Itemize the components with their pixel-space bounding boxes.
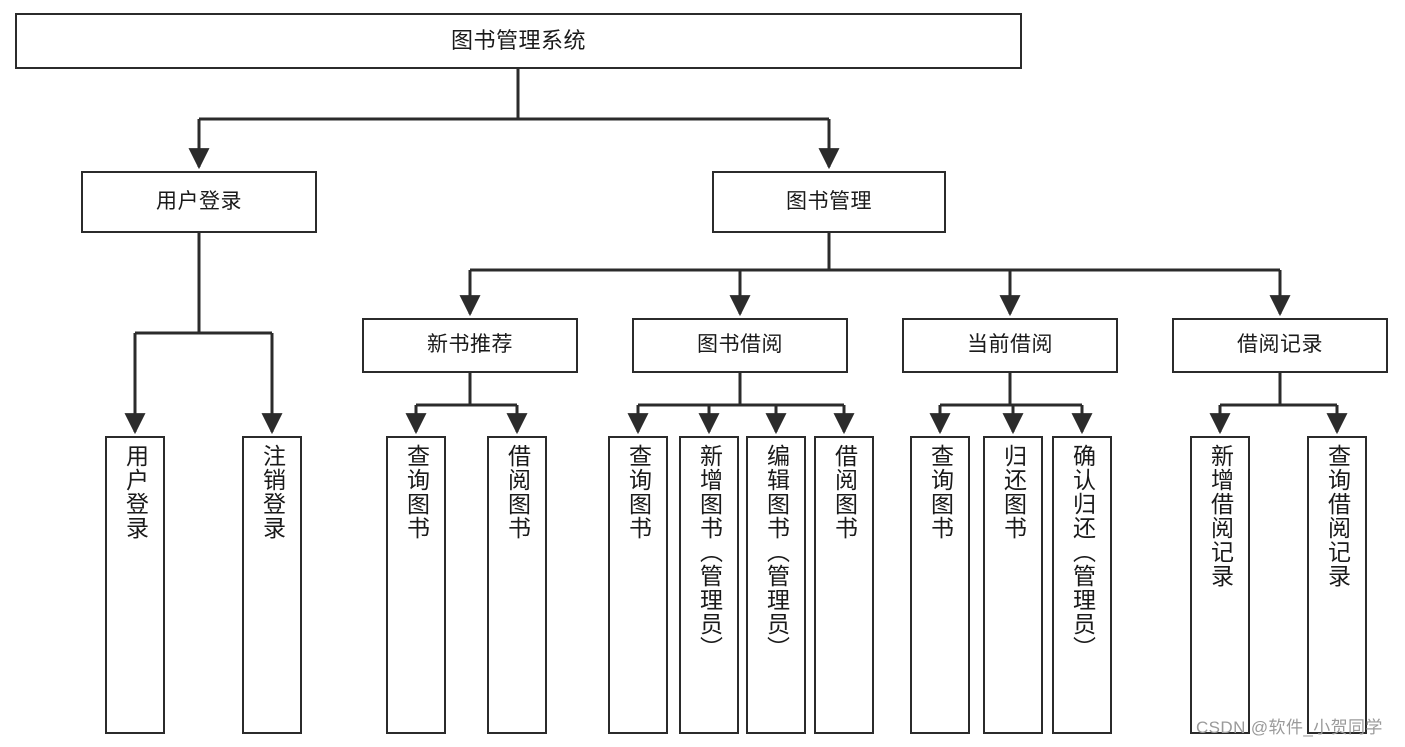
node-label: 图书管理系统 [450,28,586,54]
node-label: 查询图书 [625,444,652,540]
node-leaf-query-book-2[interactable]: 查询图书 [608,436,668,734]
node-book-manage[interactable]: 图书管理 [712,171,946,233]
node-label: 图书管理 [786,189,872,213]
node-leaf-confirm-return[interactable]: 确认归还（管理员） [1052,436,1112,734]
node-label: 用户登录 [122,444,149,540]
node-label: 新书推荐 [427,333,513,357]
node-leaf-query-record[interactable]: 查询借阅记录 [1307,436,1367,734]
node-leaf-edit-book[interactable]: 编辑图书（管理员） [746,436,806,734]
node-current-borrow[interactable]: 当前借阅 [902,318,1118,373]
node-leaf-user-login[interactable]: 用户登录 [105,436,165,734]
node-user-login[interactable]: 用户登录 [81,171,317,233]
node-label: 查询图书 [927,444,954,540]
node-label: 编辑图书（管理员） [763,444,790,660]
node-new-book-rec[interactable]: 新书推荐 [362,318,578,373]
node-label: 图书借阅 [697,333,783,357]
node-label: 当前借阅 [967,333,1053,357]
node-label: 用户登录 [156,189,242,213]
node-label: 借阅记录 [1237,333,1323,357]
node-label: 查询图书 [403,444,430,540]
node-leaf-query-book-1[interactable]: 查询图书 [386,436,446,734]
node-leaf-query-book-3[interactable]: 查询图书 [910,436,970,734]
node-label: 注销登录 [259,444,286,540]
node-leaf-borrow-book-2[interactable]: 借阅图书 [814,436,874,734]
node-book-borrow[interactable]: 图书借阅 [632,318,848,373]
node-label: 借阅图书 [831,444,858,540]
node-leaf-add-record[interactable]: 新增借阅记录 [1190,436,1250,734]
node-label: 借阅图书 [504,444,531,540]
node-borrow-record[interactable]: 借阅记录 [1172,318,1388,373]
node-root-system[interactable]: 图书管理系统 [15,13,1022,69]
node-leaf-borrow-book-1[interactable]: 借阅图书 [487,436,547,734]
node-label: 新增借阅记录 [1207,444,1234,588]
node-label: 确认归还（管理员） [1069,444,1096,660]
csdn-watermark: CSDN @软件_小贺同学 [1196,718,1383,737]
node-label: 查询借阅记录 [1324,444,1351,588]
node-label: 新增图书（管理员） [696,444,723,660]
node-leaf-add-book[interactable]: 新增图书（管理员） [679,436,739,734]
node-leaf-user-logout[interactable]: 注销登录 [242,436,302,734]
node-leaf-return-book[interactable]: 归还图书 [983,436,1043,734]
node-label: 归还图书 [1000,444,1027,540]
